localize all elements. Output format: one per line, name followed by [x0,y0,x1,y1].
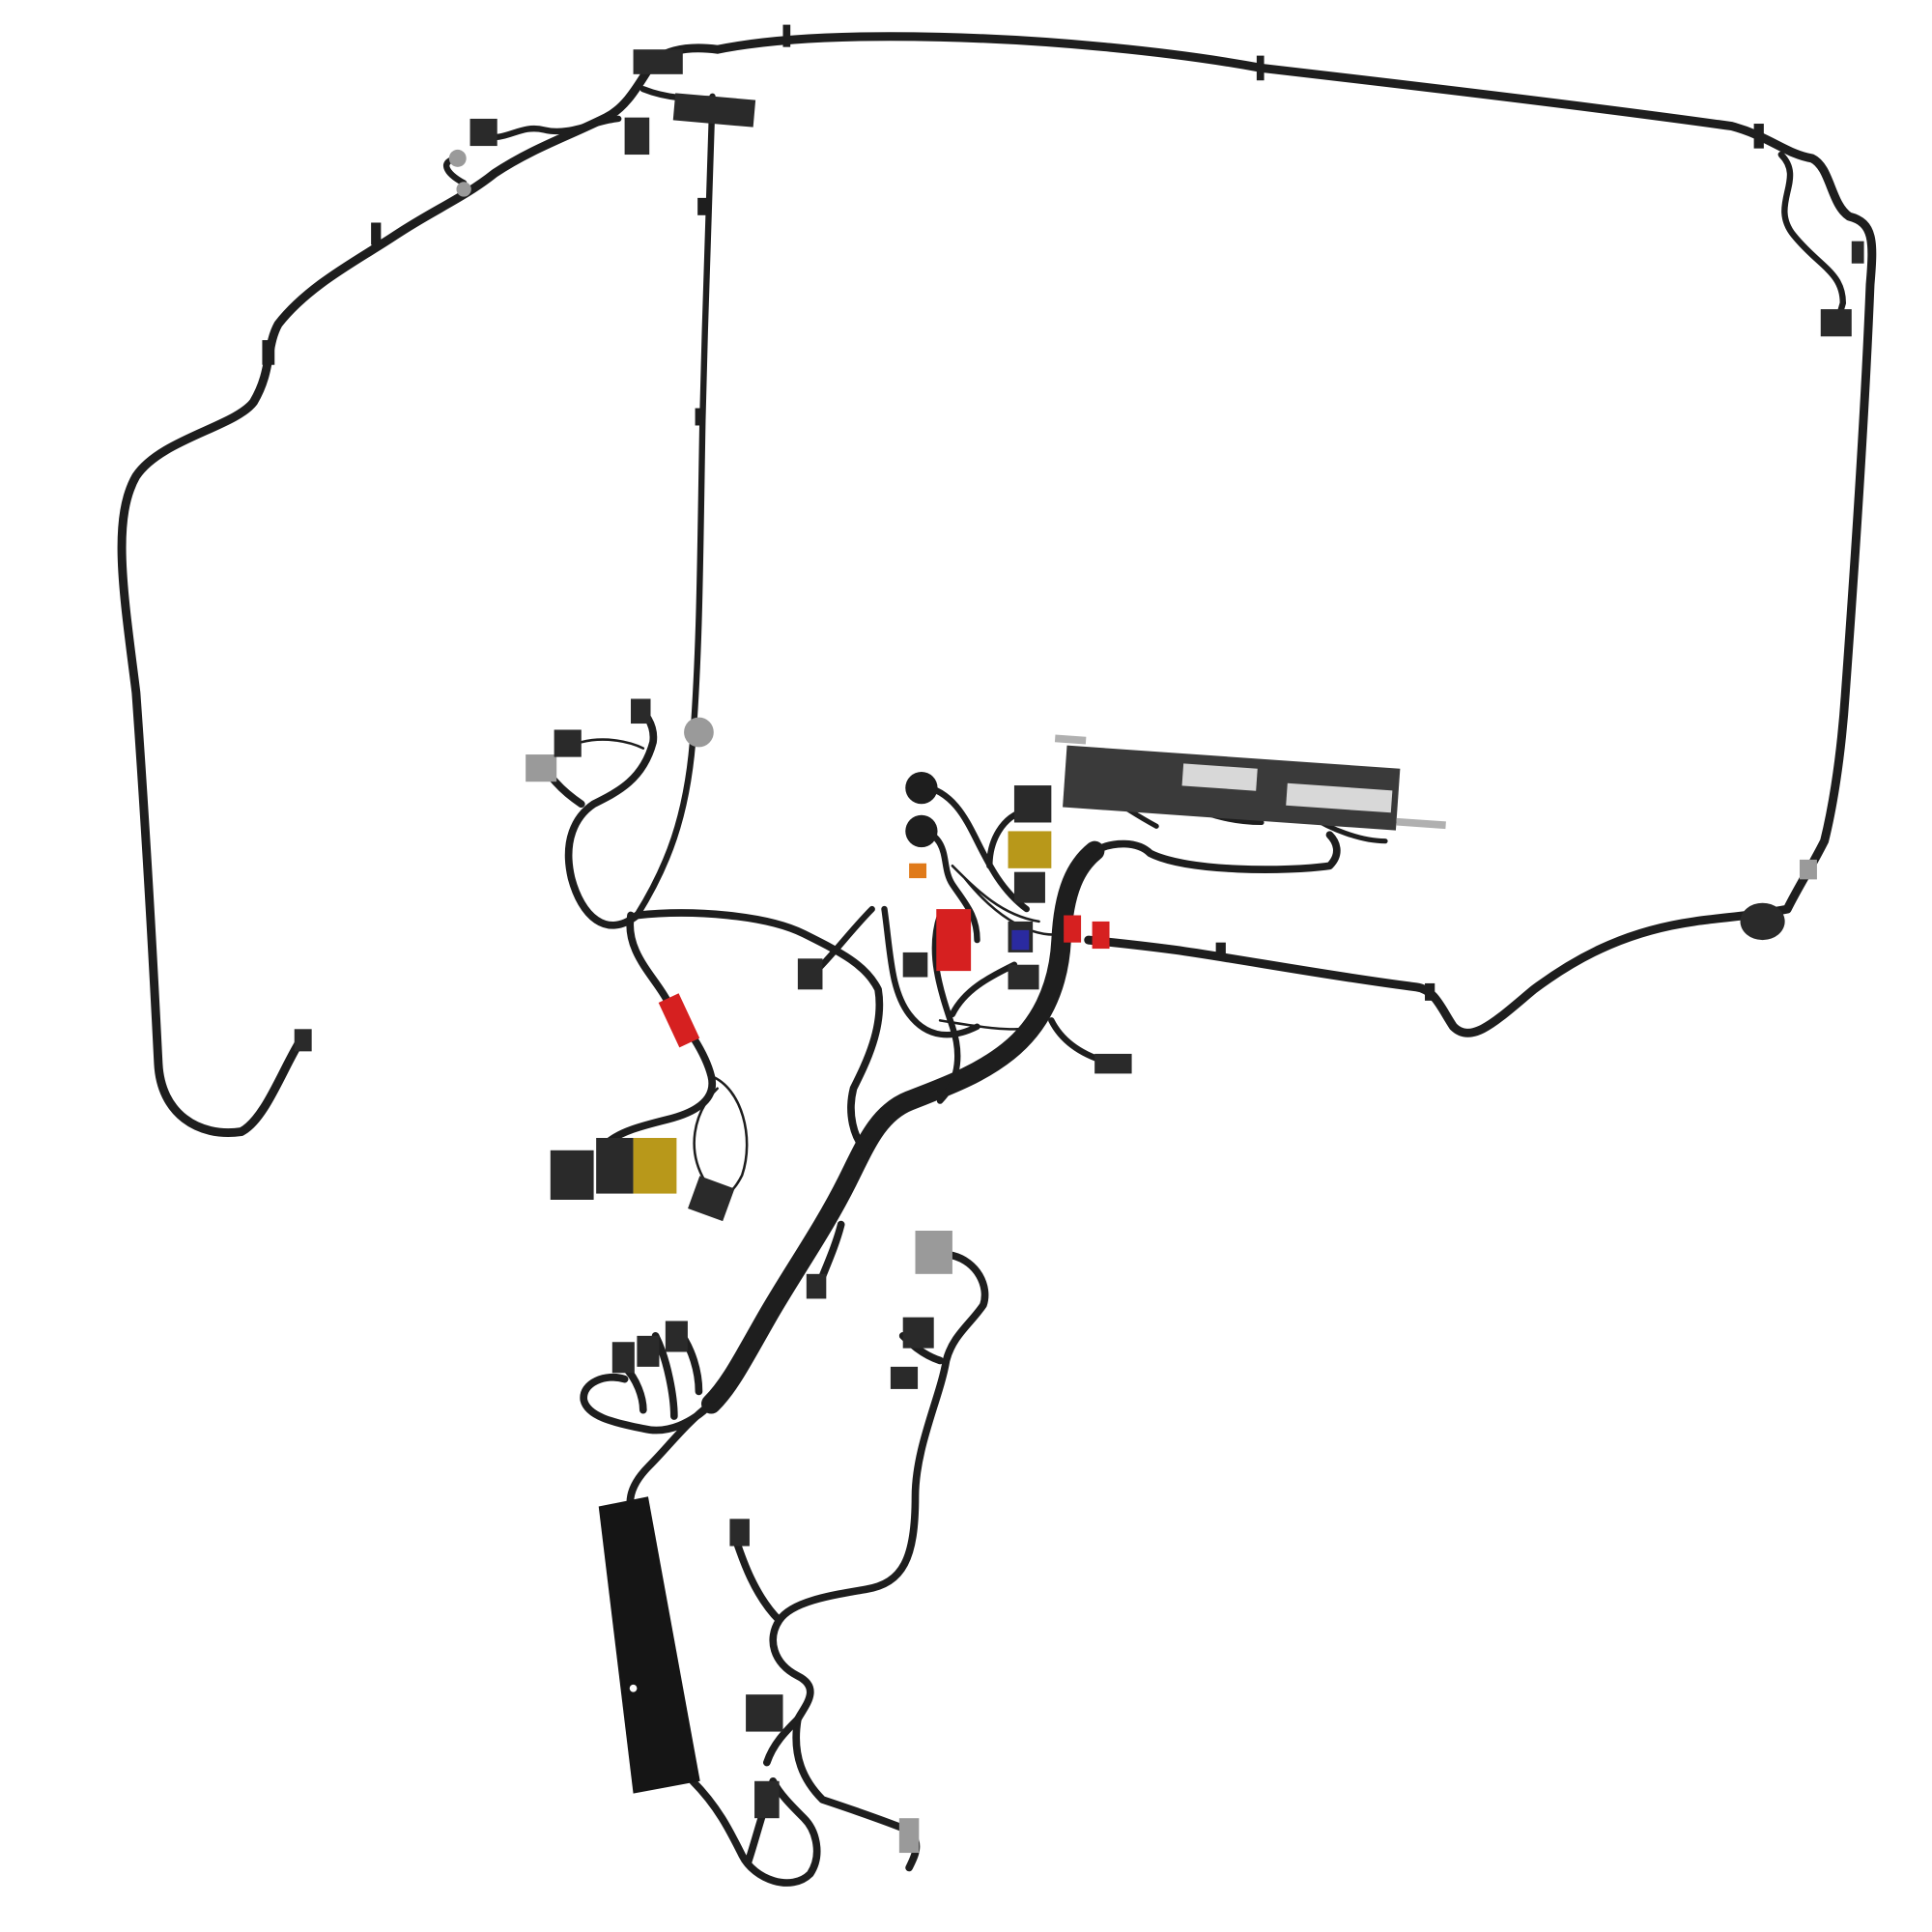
connector [915,1231,952,1274]
connector [1799,859,1817,880]
connector [754,1780,780,1819]
clip [695,408,705,426]
connector [631,698,651,724]
perimeter-harness-line [117,32,1877,1137]
connector [902,1317,934,1349]
center-cluster-wires [812,781,1117,1104]
connector [729,1519,750,1547]
connector [665,1321,688,1352]
connector [1008,964,1039,990]
connector [596,1137,634,1194]
connector [902,952,928,978]
connector [1013,871,1045,903]
connector [526,754,557,782]
connector-yellow [1008,831,1052,868]
connector [905,814,938,848]
connector [746,1694,783,1732]
clip [1753,124,1764,149]
clip [1256,55,1264,81]
main-trunk [700,840,1105,1414]
connector [1740,902,1785,941]
connector [624,117,650,156]
connector [633,49,683,74]
lower-left-branch [580,1220,845,1513]
trunk-to-cluster [633,831,1341,1154]
connector [797,958,823,990]
connector [684,717,714,748]
connector [890,1366,919,1389]
clip [1215,942,1226,960]
vertical-harness-line [634,93,716,919]
connector [1851,241,1864,264]
clip [697,197,708,215]
connector [294,1029,312,1052]
center-thin-wires [938,865,1065,1031]
tape-band [658,993,700,1048]
left-thin-wires [580,738,749,1202]
connector [898,1818,920,1854]
module-bracket [598,1496,700,1794]
bracket-hole [629,1684,638,1692]
connector-red [1064,915,1082,943]
fuse-block [1054,734,1446,831]
connector [688,1176,735,1222]
connector-orange [909,863,927,879]
connector [611,1342,635,1374]
harness-clips [262,24,1764,1001]
connector [1094,1053,1132,1074]
connector-blue [1011,929,1030,951]
connector [469,118,497,147]
connector-red [1092,921,1110,950]
connector-yellow [633,1137,677,1194]
connector [550,1150,594,1200]
connector [554,729,582,757]
ring-terminal [448,149,467,167]
connector [905,771,938,805]
clip [1425,982,1435,1001]
connector [672,93,756,128]
connector [806,1273,827,1299]
connector [1820,309,1852,337]
lower-right-branch [732,1251,989,1872]
upper-right-branch [1777,151,1847,327]
connector [637,1335,660,1367]
connector [1013,785,1052,823]
connectors [294,49,1864,1854]
clip [262,340,275,365]
clip [371,222,382,245]
clip [782,24,791,47]
connector-red [936,909,972,972]
ring-terminal [456,182,471,197]
